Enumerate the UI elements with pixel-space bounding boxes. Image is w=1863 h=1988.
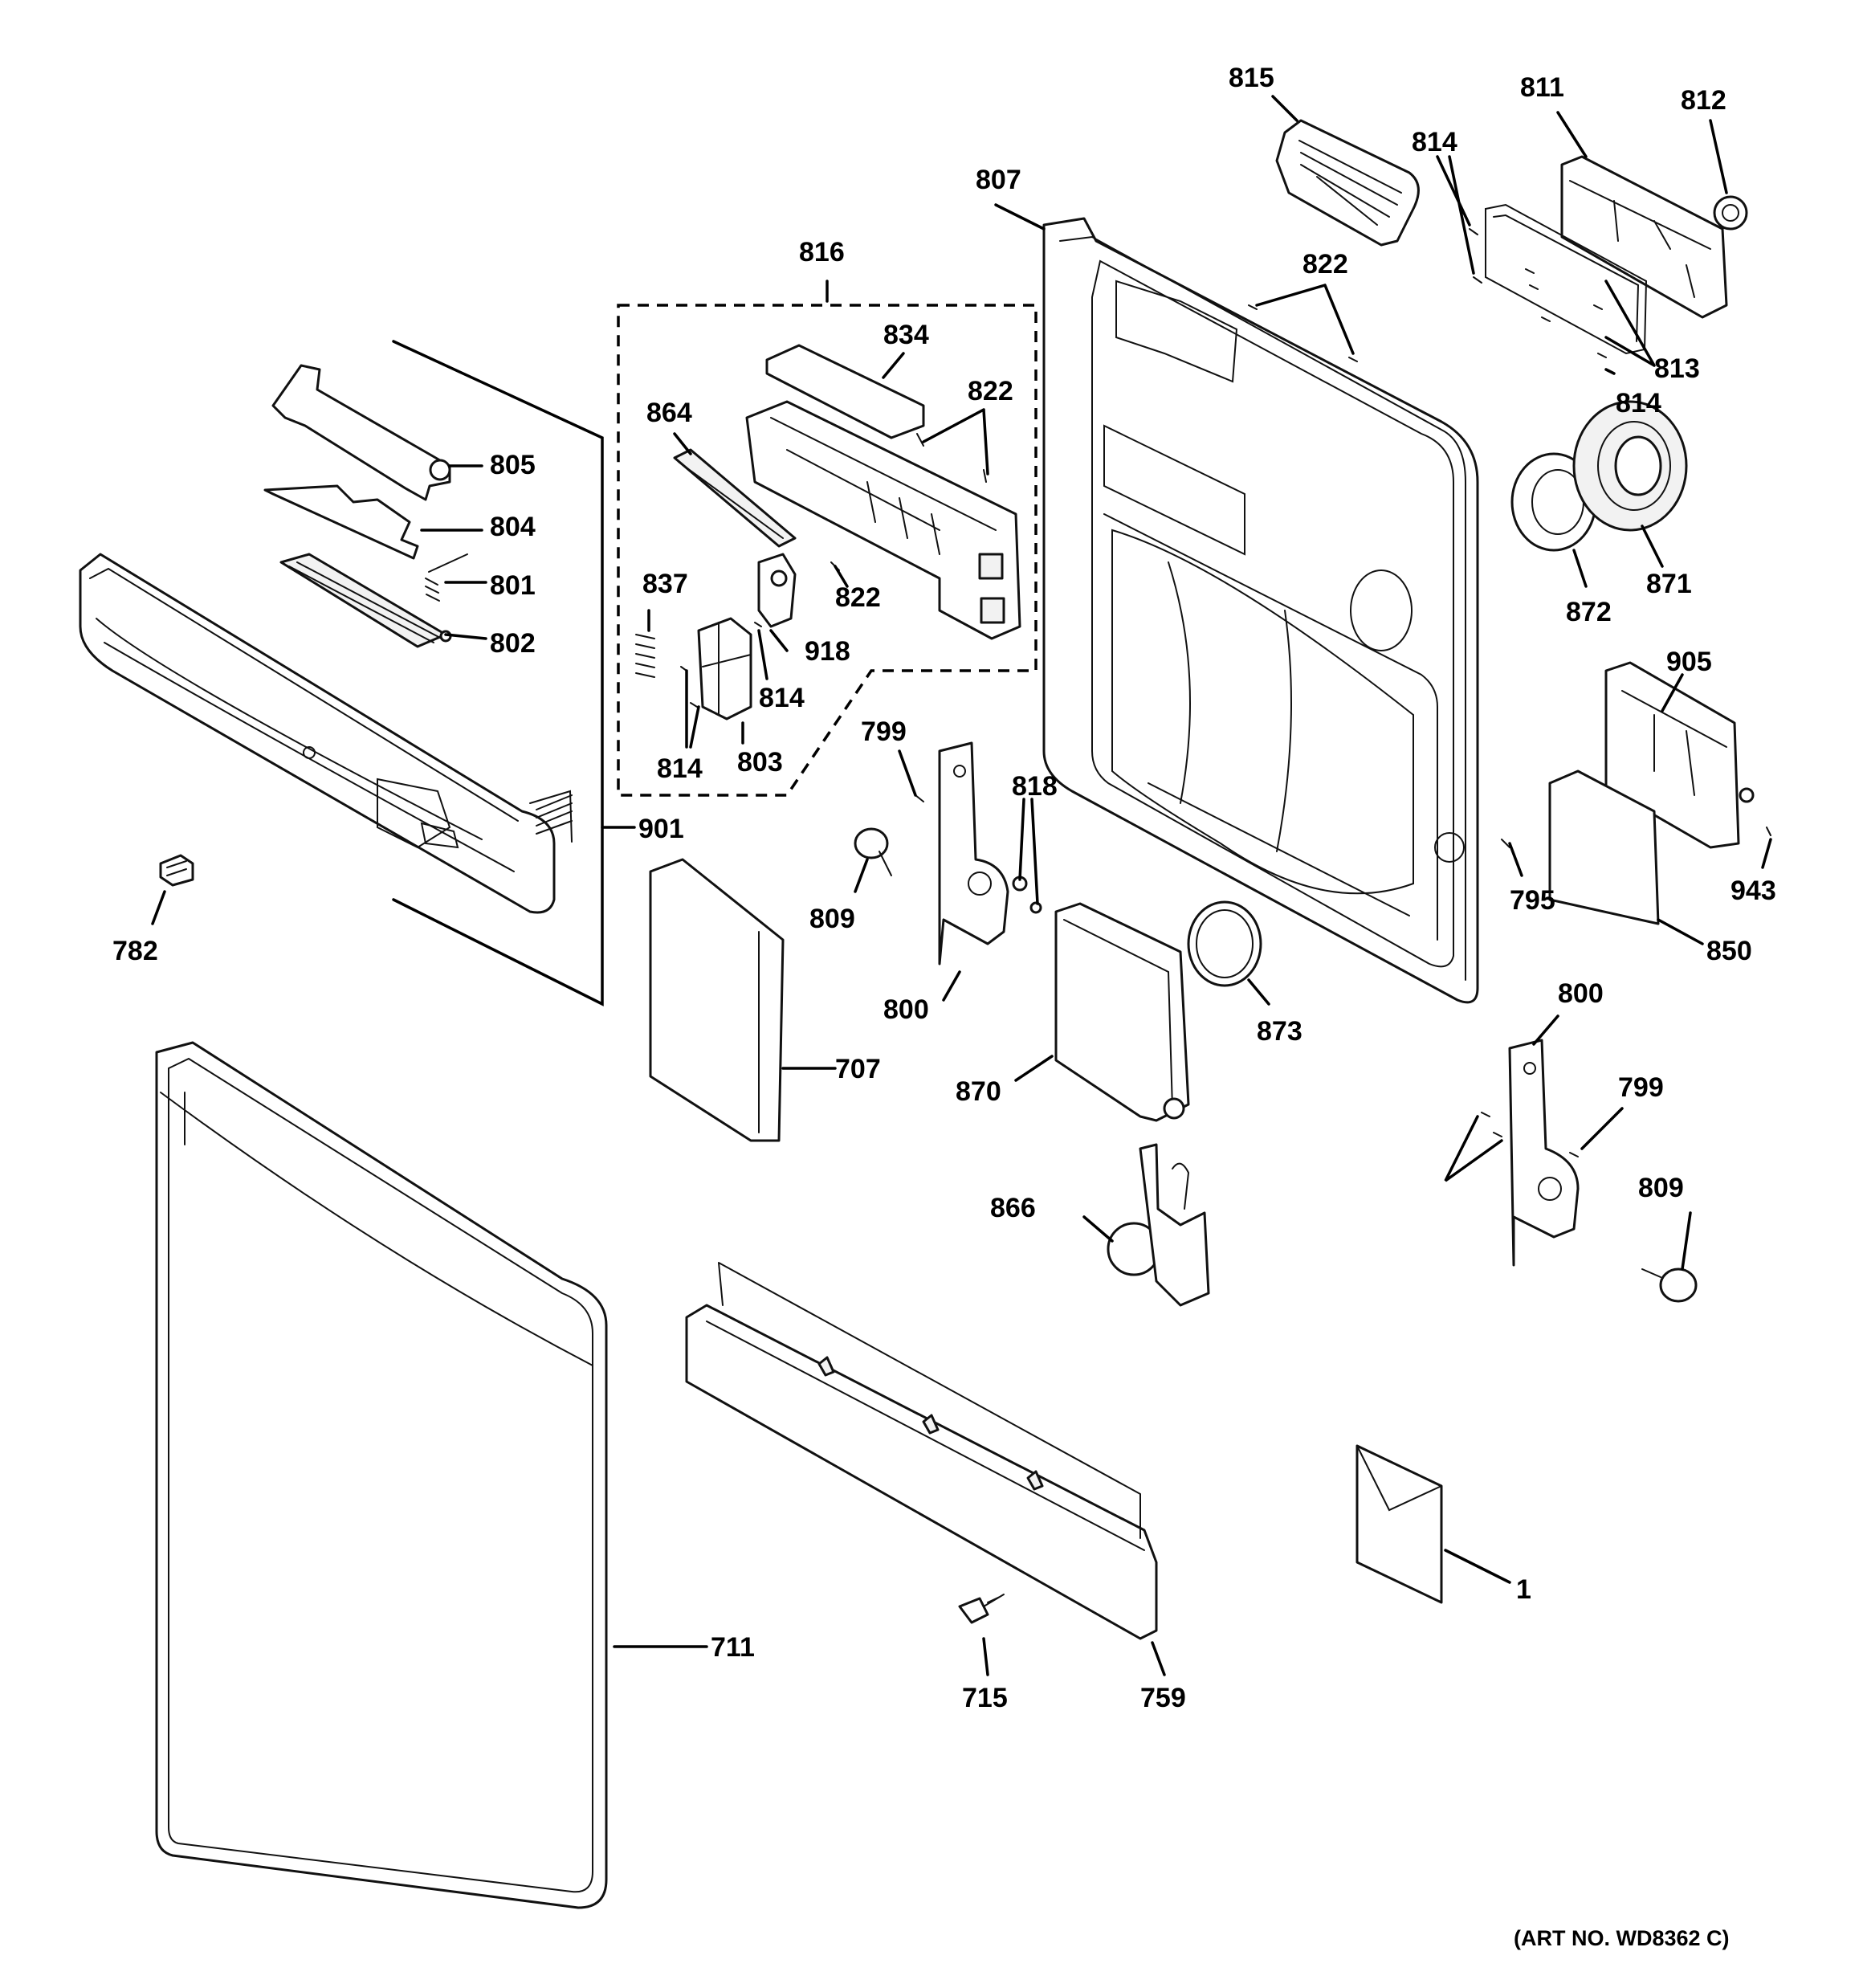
- switch-803: [697, 617, 752, 720]
- kickplate-759: [685, 1262, 1158, 1640]
- connector-782: [159, 854, 194, 887]
- callout-799-a: 799: [861, 716, 907, 747]
- callout-873: 873: [1257, 1016, 1302, 1047]
- callout-800-a: 800: [883, 994, 929, 1025]
- cap-812: [1713, 195, 1748, 231]
- spring-801: [425, 553, 468, 602]
- screws-795-943: [1501, 827, 1771, 848]
- screw-799-left: [915, 794, 924, 802]
- vent-815: [1275, 119, 1420, 247]
- rod-802: [279, 553, 452, 648]
- callout-918: 918: [805, 636, 850, 667]
- spring-837: [635, 634, 655, 678]
- callout-814-c: 814: [759, 683, 805, 713]
- callout-834: 834: [883, 320, 929, 350]
- callout-818: 818: [1012, 771, 1058, 802]
- bracket-805: [271, 364, 451, 501]
- inner-door-807: [1042, 217, 1479, 1004]
- screws-814-822: [1248, 228, 1607, 362]
- callout-822-a: 822: [1302, 249, 1348, 280]
- vent-housing-816: [745, 400, 1021, 640]
- screws-800-right: [1481, 1112, 1502, 1137]
- screw-799-right: [1569, 1152, 1579, 1157]
- fastener-809-left: [854, 827, 892, 876]
- outer-door-panel-711: [155, 1041, 608, 1909]
- callout-811: 811: [1520, 72, 1564, 103]
- art-number: (ART NO. WD8362 C): [1514, 1926, 1730, 1950]
- nut-871: [1572, 400, 1688, 532]
- callout-804: 804: [490, 512, 536, 542]
- callout-799-b: 799: [1618, 1072, 1664, 1103]
- callout-labels: 815 811 812 814 807 822 813 814 816 834 …: [112, 63, 1776, 1950]
- control-board-905: [1604, 661, 1755, 849]
- callout-795: 795: [1510, 885, 1555, 916]
- leader-lines: [151, 95, 1772, 1676]
- callout-802: 802: [490, 628, 536, 659]
- vent-870: [1054, 902, 1190, 1122]
- callout-866: 866: [990, 1193, 1036, 1223]
- callout-759: 759: [1140, 1683, 1186, 1713]
- valve-866: [1107, 1143, 1210, 1307]
- callout-805: 805: [490, 450, 536, 480]
- fastener-809-right: [1641, 1268, 1698, 1303]
- callout-711: 711: [711, 1632, 755, 1663]
- callout-813: 813: [1654, 353, 1700, 384]
- callout-809-a: 809: [809, 904, 855, 934]
- plate-804: [263, 484, 419, 560]
- callout-1: 1: [1516, 1574, 1531, 1605]
- callout-837: 837: [642, 569, 688, 599]
- callout-814-a: 814: [1412, 127, 1457, 157]
- dispenser-811: [1560, 155, 1728, 319]
- ring-873: [1187, 900, 1262, 987]
- control-panel-901: [79, 553, 573, 914]
- callout-807: 807: [976, 165, 1021, 195]
- callout-809-b: 809: [1638, 1173, 1684, 1203]
- callout-901: 901: [638, 814, 684, 844]
- callout-782: 782: [112, 936, 158, 966]
- heater-864: [673, 448, 797, 548]
- callout-864: 864: [646, 398, 692, 428]
- callout-816: 816: [799, 237, 845, 267]
- callout-707: 707: [835, 1054, 881, 1084]
- callout-800-b: 800: [1558, 978, 1604, 1009]
- callout-943: 943: [1731, 876, 1776, 906]
- actuator-918: [757, 553, 797, 628]
- cover-834: [765, 344, 925, 439]
- group-bracket-901: [392, 340, 604, 1006]
- screw-715: [958, 1594, 1005, 1624]
- callout-822-b: 822: [968, 376, 1013, 406]
- callout-814-d: 814: [657, 753, 703, 784]
- callout-801: 801: [490, 570, 536, 601]
- callout-905: 905: [1666, 647, 1712, 677]
- shield-850: [1548, 769, 1660, 925]
- literature-1: [1355, 1444, 1443, 1604]
- callout-715: 715: [962, 1683, 1008, 1713]
- callout-812: 812: [1681, 85, 1726, 116]
- assembly-group-816: [617, 304, 1037, 797]
- insulation-707: [649, 858, 785, 1142]
- callout-822-c: 822: [835, 582, 881, 613]
- callout-870: 870: [956, 1076, 1001, 1107]
- callout-803: 803: [737, 747, 783, 778]
- callout-814-b: 814: [1616, 388, 1661, 418]
- callout-815: 815: [1229, 63, 1274, 93]
- callout-871: 871: [1646, 569, 1692, 599]
- hinge-800-left: [938, 741, 1009, 965]
- callout-872: 872: [1566, 597, 1612, 627]
- callout-850: 850: [1706, 936, 1752, 966]
- hinge-800-right: [1508, 1039, 1580, 1267]
